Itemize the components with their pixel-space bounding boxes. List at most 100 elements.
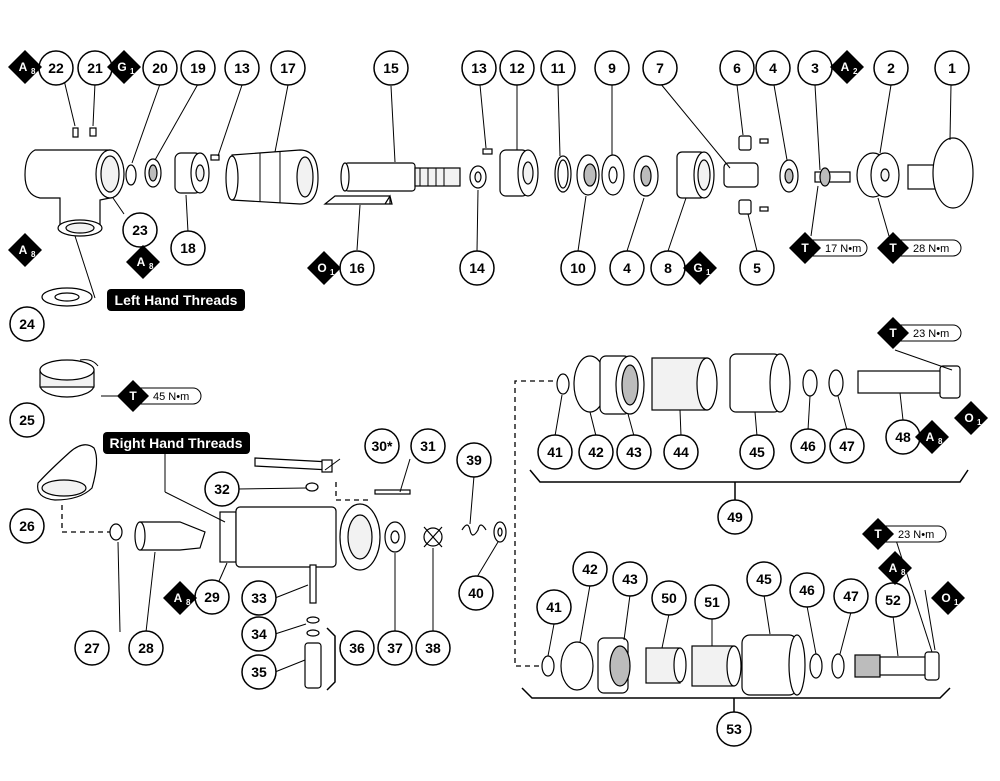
svg-text:13: 13 — [234, 60, 250, 76]
part-37-gasket — [384, 521, 406, 553]
svg-text:1: 1 — [706, 268, 711, 277]
part-14-washer — [469, 165, 487, 189]
part-10-bearing — [576, 154, 600, 196]
svg-text:31: 31 — [420, 438, 436, 454]
svg-text:12: 12 — [509, 60, 525, 76]
callout-47: 47 — [829, 428, 865, 464]
svg-text:22: 22 — [48, 60, 64, 76]
part-12-end-plate — [499, 149, 539, 197]
svg-text:4: 4 — [769, 60, 777, 76]
callout-41: 41 — [537, 434, 573, 470]
part-25-lock-ring — [39, 359, 99, 398]
part-7-gear-carrier — [723, 135, 769, 215]
bracket-49 — [529, 469, 969, 483]
callout-31: 31 — [410, 428, 446, 464]
top-row-parts — [24, 127, 974, 237]
part-18-spacer — [174, 152, 210, 194]
callout-9: 9 — [594, 50, 630, 86]
svg-text:40: 40 — [468, 585, 484, 601]
left-hand-threads-banner: Left Hand Threads — [107, 289, 245, 311]
part-8-needle-bearing — [676, 151, 715, 199]
part-47-ring-b — [831, 653, 845, 679]
bracket-36 — [326, 627, 336, 691]
callout-7: 7 — [642, 50, 678, 86]
part-31-pin — [374, 489, 411, 495]
part-13-pin-left — [210, 154, 220, 161]
svg-text:26: 26 — [19, 518, 35, 534]
callout-40: 40 — [458, 575, 494, 611]
callout-45: 45 — [746, 561, 782, 597]
callout-27: 27 — [74, 630, 110, 666]
callout-20: 20 — [142, 50, 178, 86]
callout-18: 18 — [170, 230, 206, 266]
svg-text:25: 25 — [19, 412, 35, 428]
svg-text:Left Hand Threads: Left Hand Threads — [115, 292, 238, 308]
callout-50: 50 — [651, 580, 687, 616]
svg-text:G: G — [117, 60, 126, 74]
callout-46: 46 — [789, 572, 825, 608]
callout-23: 23 — [122, 212, 158, 248]
svg-text:21: 21 — [87, 60, 103, 76]
svg-text:A: A — [841, 60, 850, 74]
part-angle-head-housing — [24, 149, 125, 237]
svg-text:53: 53 — [726, 721, 742, 737]
svg-text:T: T — [801, 241, 809, 255]
svg-text:14: 14 — [469, 260, 485, 276]
svg-text:O: O — [317, 261, 326, 275]
callout-34: 34 — [241, 616, 277, 652]
svg-text:33: 33 — [251, 590, 267, 606]
callout-37: 37 — [377, 630, 413, 666]
part-21-screw — [89, 127, 97, 137]
svg-text:27: 27 — [84, 640, 100, 656]
svg-text:28 N•m: 28 N•m — [913, 243, 949, 255]
svg-text:35: 35 — [251, 664, 267, 680]
part-32-clip — [305, 482, 319, 492]
svg-text:20: 20 — [152, 60, 168, 76]
svg-text:1: 1 — [330, 268, 335, 277]
part-50-bushing — [645, 647, 687, 684]
callout-17: 17 — [270, 50, 306, 86]
leader-lines — [63, 79, 953, 673]
callout-38: 38 — [415, 630, 451, 666]
callout-5: 5 — [739, 250, 775, 286]
svg-text:46: 46 — [799, 582, 815, 598]
svg-text:47: 47 — [843, 588, 859, 604]
callout-6: 6 — [719, 50, 755, 86]
svg-text:1: 1 — [130, 67, 135, 76]
callout-52: 52 — [875, 582, 911, 618]
svg-text:A: A — [174, 591, 183, 605]
callout-43: 43 — [612, 561, 648, 597]
svg-text:43: 43 — [626, 444, 642, 460]
svg-text:T: T — [889, 326, 897, 340]
part-29-motor-housing — [219, 457, 381, 571]
callout-4: 4 — [609, 250, 645, 286]
callout-35: 35 — [241, 654, 277, 690]
svg-text:O: O — [964, 411, 973, 425]
part-41-ring-b — [541, 655, 555, 677]
svg-text:A: A — [19, 243, 28, 257]
svg-text:45: 45 — [749, 444, 765, 460]
callout-51: 51 — [694, 584, 730, 620]
part-20-washer — [125, 164, 137, 186]
svg-text:8: 8 — [664, 260, 672, 276]
svg-text:7: 7 — [656, 60, 664, 76]
callout-29: 29 — [194, 579, 230, 615]
dashed-link-26 — [61, 505, 110, 533]
svg-text:10: 10 — [570, 260, 586, 276]
callout-36: 36 — [339, 630, 375, 666]
part-40-screen — [493, 521, 507, 543]
part-39-spring — [461, 524, 487, 536]
svg-text:47: 47 — [839, 438, 855, 454]
svg-text:1: 1 — [948, 60, 956, 76]
